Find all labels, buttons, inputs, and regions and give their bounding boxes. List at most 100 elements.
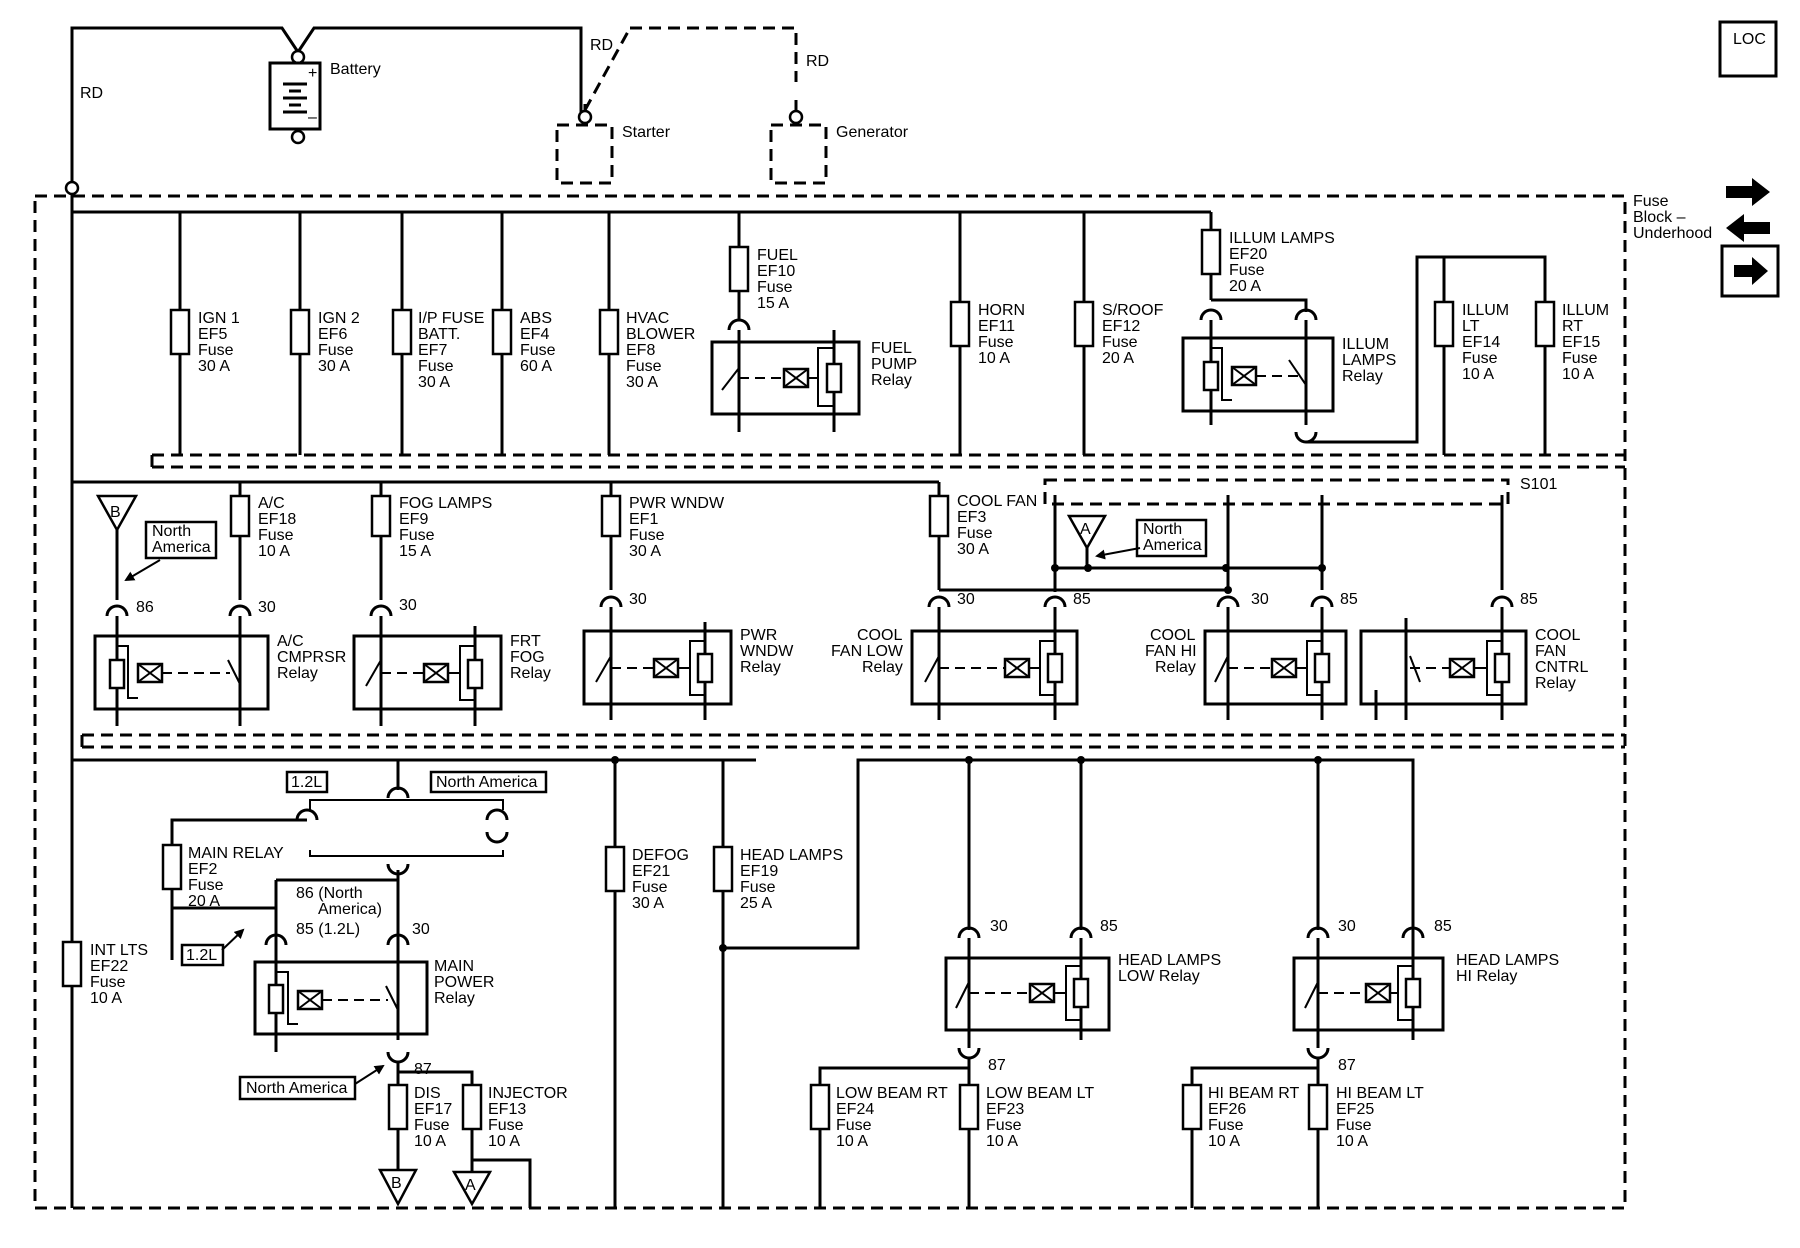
fuse-ef2[interactable] — [161, 843, 183, 891]
fuse-ef24[interactable] — [809, 1083, 831, 1131]
north-america-note-b-line2: America — [152, 539, 211, 556]
fuse-ef17[interactable] — [387, 1083, 409, 1131]
fan-cntrl-relay-label-2: FAN — [1535, 643, 1566, 660]
fuse-ef7-rating: 30 A — [418, 374, 450, 391]
next-page-arrow-icon[interactable] — [1720, 244, 1780, 298]
north-america-note-b — [144, 520, 218, 560]
fuse-ef15-rating: 10 A — [1562, 366, 1594, 383]
fuse-ef15[interactable] — [1534, 300, 1556, 348]
illum-lamps-relay-label-1: ILLUM — [1342, 336, 1389, 353]
pwr-relay-label-3: Relay — [740, 659, 781, 676]
fuse-ef4-id: EF4 — [520, 326, 549, 343]
fuse-ef5-name: IGN 1 — [198, 310, 240, 327]
fuse-ef21[interactable] — [604, 845, 626, 893]
fuse-ef18[interactable] — [229, 494, 251, 538]
fuse-ef1-id: EF1 — [629, 511, 658, 528]
fuse-ef19[interactable] — [712, 845, 734, 893]
fuse-ef6[interactable] — [289, 308, 311, 356]
north-america-note-a — [1135, 518, 1208, 558]
fuse-ef7[interactable] — [391, 308, 413, 356]
main-pin-30: 30 — [412, 921, 430, 938]
fuse-ef17-name: DIS — [414, 1085, 441, 1102]
fuse-ef22[interactable] — [61, 940, 83, 988]
fan-hi-pin-85: 85 — [1340, 591, 1358, 608]
fuse-block-label-3: Underhood — [1633, 225, 1712, 242]
fan-hi-relay-label-3: Relay — [1155, 659, 1196, 676]
fan-low-pin-30: 30 — [957, 591, 975, 608]
fuse-ef9-id: EF9 — [399, 511, 428, 528]
option-north-america-top — [429, 770, 548, 794]
fuse-ef17-type: Fuse — [414, 1117, 450, 1134]
fan-low-pin-85: 85 — [1073, 591, 1091, 608]
fuse-ef26-name: HI BEAM RT — [1208, 1085, 1300, 1102]
hl-hi-pin-87: 87 — [1338, 1057, 1356, 1074]
loc-icon[interactable]: LOC — [1718, 20, 1778, 78]
battery-bus — [64, 180, 1211, 1208]
fuse-ef13-type: Fuse — [488, 1117, 524, 1134]
north-america-note-b-line1: North — [152, 523, 191, 540]
fuse-ef25-name: HI BEAM LT — [1336, 1085, 1424, 1102]
fuse-ef8-type: Fuse — [626, 358, 662, 375]
fuse-ef13-rating: 10 A — [488, 1133, 520, 1150]
fuse-ef14-type: Fuse — [1462, 350, 1498, 367]
fog-relay-label-3: Relay — [510, 665, 551, 682]
fuse-ef12-type: Fuse — [1102, 334, 1138, 351]
fuse-ef14[interactable] — [1433, 300, 1455, 348]
connector-a-mid — [1066, 514, 1108, 551]
fuse-ef23[interactable] — [958, 1083, 980, 1131]
fuse-ef2-id: EF2 — [188, 861, 217, 878]
fuse-ef9-name: FOG LAMPS — [399, 495, 492, 512]
fuse-ef10-type: Fuse — [757, 279, 793, 296]
fuse-ef12-rating: 20 A — [1102, 350, 1134, 367]
fuse-ef3-rating: 30 A — [957, 541, 989, 558]
fuse-ef9-type: Fuse — [399, 527, 435, 544]
fuse-ef19-name: HEAD LAMPS — [740, 847, 843, 864]
fuse-ef2-rating: 20 A — [188, 893, 220, 910]
fuse-ef6-type: Fuse — [318, 342, 354, 359]
fuse-ef24-type: Fuse — [836, 1117, 872, 1134]
fuse-ef11[interactable] — [949, 300, 971, 348]
main-pin-87: 87 — [414, 1061, 432, 1078]
battery-label: Battery — [330, 61, 381, 78]
fuse-ef10[interactable] — [728, 245, 750, 293]
fuse-ef13[interactable] — [461, 1083, 483, 1131]
fuse-ef15-type: Fuse — [1562, 350, 1598, 367]
fuse-ef3[interactable] — [928, 494, 950, 538]
ac-pin-30: 30 — [258, 599, 276, 616]
option-1-2l-top — [285, 770, 329, 794]
fuse-ef11-id: EF11 — [978, 318, 1015, 335]
fuse-ef6-rating: 30 A — [318, 358, 350, 375]
fuse-ef18-id: EF18 — [258, 511, 296, 528]
fuse-ef4[interactable] — [491, 308, 513, 356]
fuse-ef9[interactable] — [370, 494, 392, 538]
fuse-ef12[interactable] — [1073, 300, 1095, 348]
north-america-note-a-line1: North — [1143, 521, 1182, 538]
generator-label: Generator — [836, 124, 909, 141]
fuse-ef2-type: Fuse — [188, 877, 224, 894]
hl-hi-pin-85: 85 — [1434, 918, 1452, 935]
main-relay-label-2: POWER — [434, 974, 494, 991]
hl-hi-relay-label-2: HI Relay — [1456, 968, 1517, 985]
fuse-ef4-rating: 60 A — [520, 358, 552, 375]
fuse-ef1[interactable] — [600, 494, 622, 538]
fuse-ef20[interactable] — [1200, 228, 1222, 276]
fuse-ef26[interactable] — [1181, 1083, 1203, 1131]
pwr-relay-label-1: PWR — [740, 627, 777, 644]
fuse-ef3-id: EF3 — [957, 509, 986, 526]
fuse-ef7-name: I/P FUSE — [418, 310, 484, 327]
fuse-ef5[interactable] — [169, 308, 191, 356]
fuse-ef7-type: Fuse — [418, 358, 454, 375]
connector-view-icon[interactable] — [1726, 178, 1770, 242]
fuse-ef11-name: HORN — [978, 302, 1025, 319]
fuse-ef26-type: Fuse — [1208, 1117, 1244, 1134]
fuse-ef9-rating: 15 A — [399, 543, 431, 560]
fuel-pump-relay-label-3: Relay — [871, 372, 912, 389]
fuse-ef19-rating: 25 A — [740, 895, 772, 912]
fuse-ef13-name: INJECTOR — [488, 1085, 568, 1102]
fog-relay-label-1: FRT — [510, 633, 541, 650]
fuse-ef21-name: DEFOG — [632, 847, 689, 864]
fuse-ef25[interactable] — [1307, 1083, 1329, 1131]
fuse-ef8[interactable] — [598, 308, 620, 356]
fuse-ef15-name2: RT — [1562, 318, 1583, 335]
